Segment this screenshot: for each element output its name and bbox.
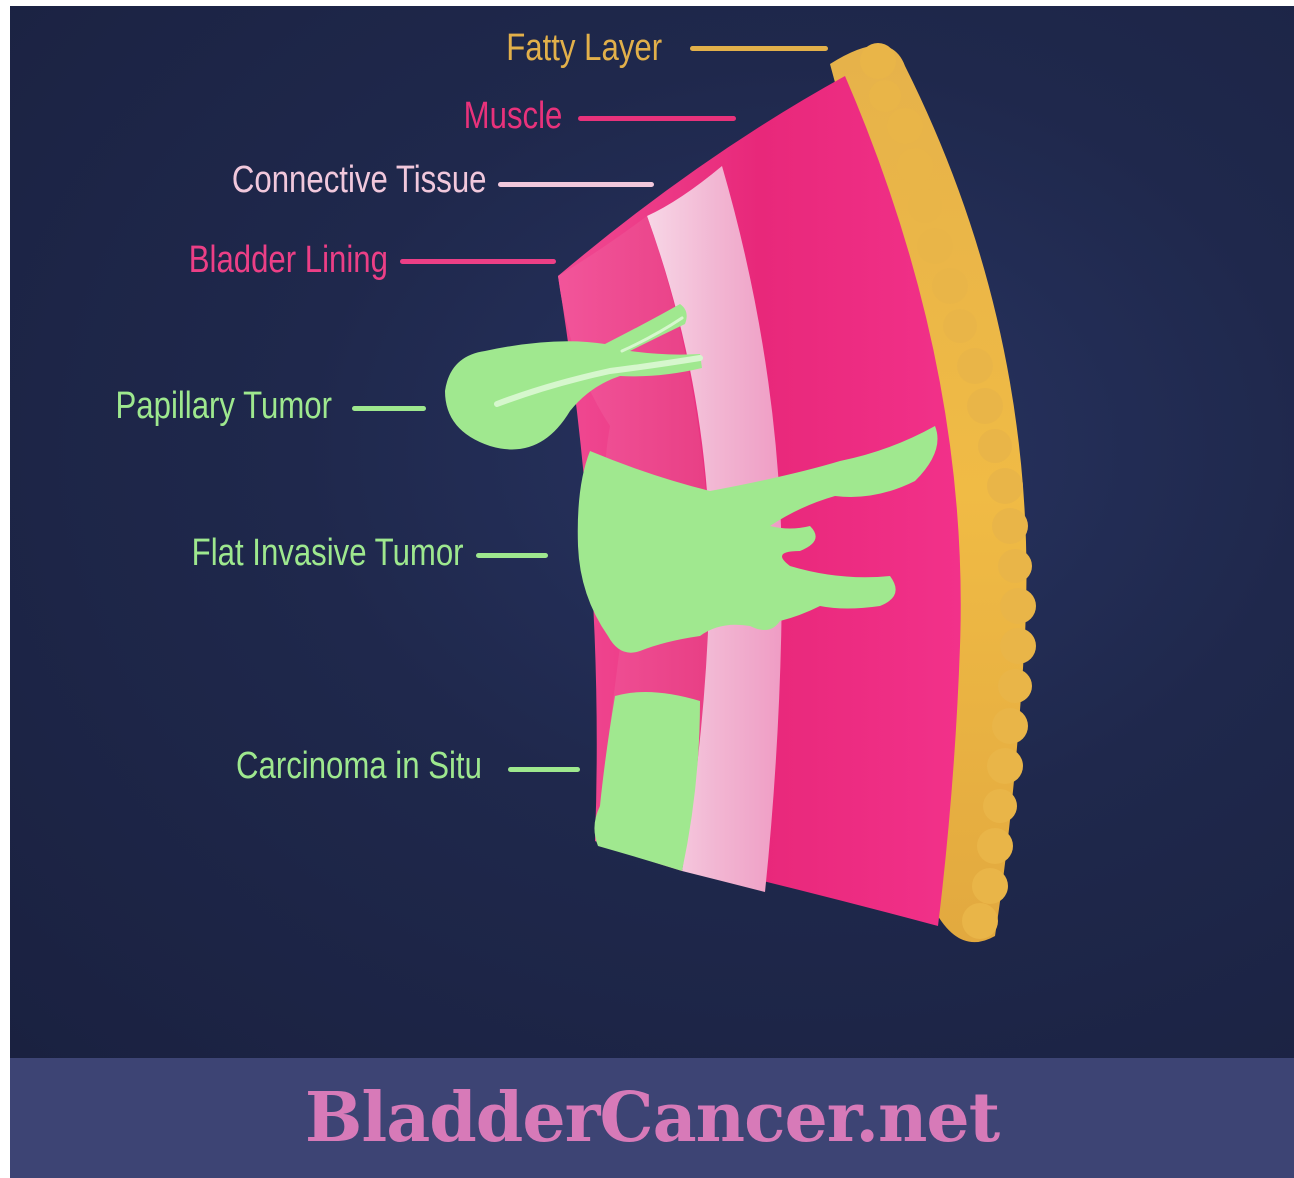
label-fatty-layer: Fatty Layer xyxy=(506,26,662,70)
label-flat-invasive-tumor: Flat Invasive Tumor xyxy=(192,531,464,575)
label-carcinoma-in-situ: Carcinoma in Situ xyxy=(236,744,482,788)
leader-line-papillary-tumor xyxy=(352,406,426,411)
label-connective-tissue: Connective Tissue xyxy=(231,158,486,202)
leader-line-carcinoma-in-situ xyxy=(508,767,580,772)
leader-line-fatty-layer xyxy=(690,46,828,51)
label-papillary-tumor: Papillary Tumor xyxy=(116,384,332,428)
leader-line-flat-invasive-tumor xyxy=(476,553,548,558)
brand-logo-text: BladderCancer.net xyxy=(10,1078,1294,1158)
diagram-frame: Fatty Layer Muscle Connective Tissue Bla… xyxy=(10,6,1294,1178)
leader-line-bladder-lining xyxy=(400,259,556,264)
diagram-panel: Fatty Layer Muscle Connective Tissue Bla… xyxy=(10,6,1294,1058)
leader-line-muscle xyxy=(578,116,736,121)
leader-line-connective-tissue xyxy=(498,182,654,187)
label-muscle: Muscle xyxy=(463,94,562,138)
label-bladder-lining: Bladder Lining xyxy=(189,238,388,282)
